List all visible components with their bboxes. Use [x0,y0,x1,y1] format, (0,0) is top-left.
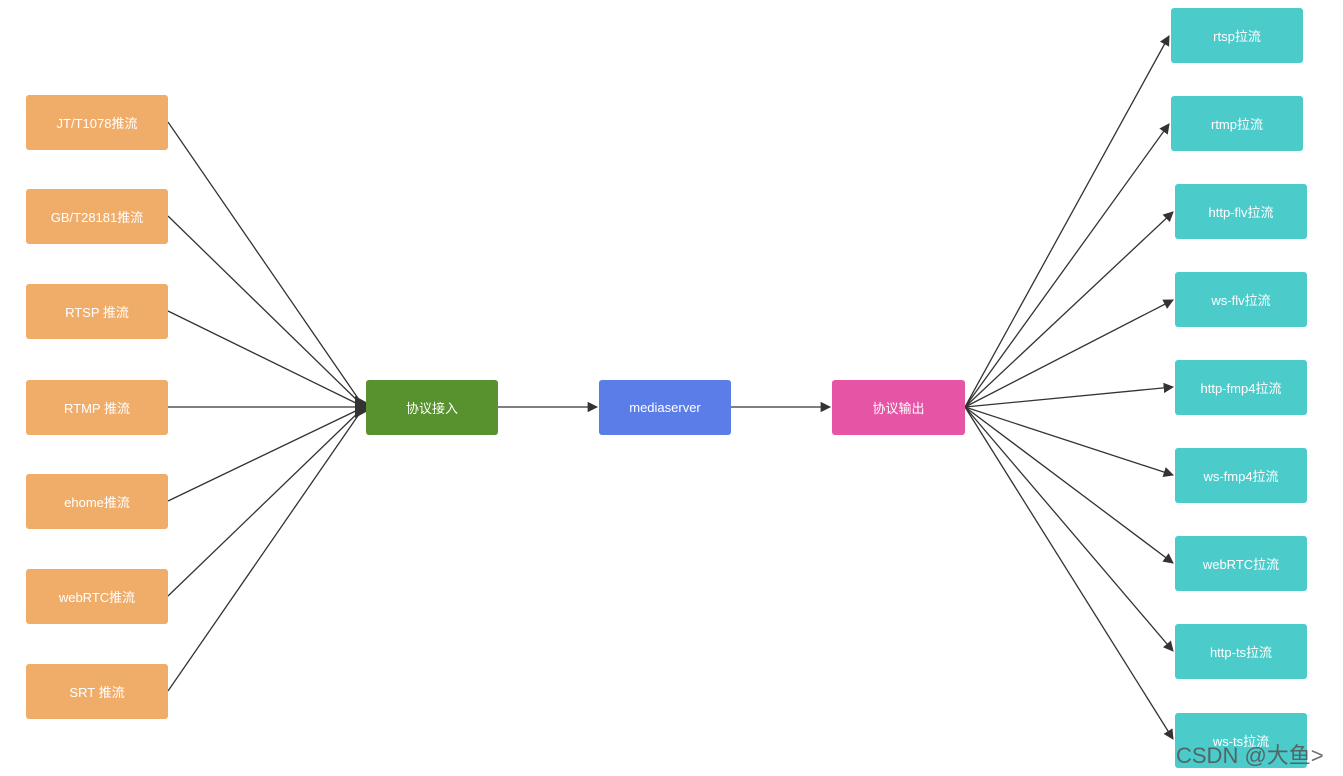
node-label: mediaserver [629,400,701,415]
node-label: RTMP 推流 [64,401,130,416]
node-label: ws-ts拉流 [1212,734,1270,749]
node-output-http-fmp4: http-fmp4拉流 [1175,360,1307,415]
edge-input-ehome [167,406,365,502]
node-label: webRTC拉流 [1202,557,1280,572]
node-label: rtmp拉流 [1210,117,1263,132]
node-output-http-flv: http-flv拉流 [1175,184,1307,239]
watermark: CSDN @大鱼> [1176,743,1324,768]
node-input-ehome: ehome推流 [26,474,168,529]
edge-output-webrtc [964,406,1174,564]
edge-input-srt [167,406,365,692]
node-label: GB/T28181推流 [50,210,144,225]
node-output-rtmp: rtmp拉流 [1171,96,1303,151]
edge-input-webrtc [167,406,365,597]
edge-input-gbt28181 [167,215,365,408]
node-input-rtmp: RTMP 推流 [26,380,168,435]
edge-input-jtt1078 [167,121,365,408]
edge-output-ws-flv [964,299,1174,408]
node-label: ehome推流 [64,495,130,510]
node-output-ws-flv: ws-flv拉流 [1175,272,1307,327]
node-label: http-fmp4拉流 [1200,381,1282,396]
edge-input-rtsp [167,310,365,408]
node-label: 协议接入 [405,401,458,416]
node-label: http-flv拉流 [1208,205,1274,220]
node-output-ws-ts: ws-ts拉流 [1175,713,1307,768]
node-output-ws-fmp4: ws-fmp4拉流 [1175,448,1307,503]
node-label: http-ts拉流 [1209,645,1273,660]
node-label: JT/T1078推流 [56,116,138,131]
node-protocol-egress: 协议输出 [832,380,965,435]
edge-output-http-flv [964,211,1174,408]
edge-output-http-ts [964,406,1174,652]
node-output-webrtc: webRTC拉流 [1175,536,1307,591]
node-mediaserver: mediaserver [599,380,731,435]
node-input-srt: SRT 推流 [26,664,168,719]
node-input-webrtc: webRTC推流 [26,569,168,624]
node-label: 协议输出 [872,401,925,416]
node-label: webRTC推流 [58,590,136,605]
edge-output-ws-fmp4 [964,406,1174,478]
node-input-rtsp: RTSP 推流 [26,284,168,339]
node-label: rtsp拉流 [1213,29,1261,44]
node-output-http-ts: http-ts拉流 [1175,624,1307,679]
node-protocol-ingest: 协议接入 [366,380,498,435]
edge-output-http-fmp4 [964,382,1175,408]
edge-output-rtsp [964,35,1170,408]
node-input-jtt1078: JT/T1078推流 [26,95,168,150]
arrowhead-cluster [355,396,366,418]
node-input-gbt28181: GB/T28181推流 [26,189,168,244]
node-label: RTSP 推流 [65,305,129,320]
node-label: SRT 推流 [69,685,125,700]
edge-output-ws-ts [964,406,1174,740]
node-label: ws-flv拉流 [1211,293,1271,308]
edge-output-rtmp [964,123,1170,408]
node-label: ws-fmp4拉流 [1203,469,1279,484]
node-output-rtsp: rtsp拉流 [1171,8,1303,63]
